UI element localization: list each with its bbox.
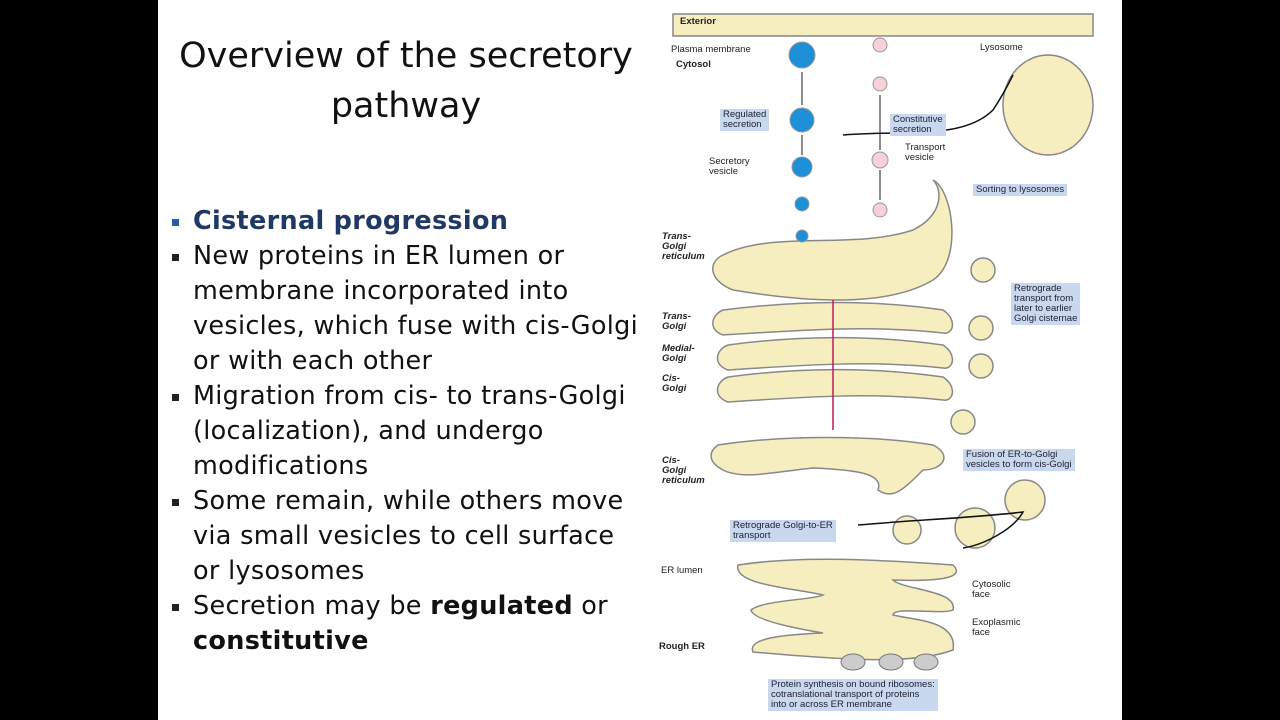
constitutive-vesicle: [872, 76, 888, 92]
secretory-pathway-diagram: Exterior Plasma membrane Cytosol Lysosom…: [653, 0, 1122, 720]
label-exoplasmic-face: Exoplasmic face: [972, 617, 1021, 638]
ribosome: [840, 653, 866, 671]
label-cis-golgi: Cis- Golgi: [662, 373, 687, 394]
regulated-vesicle: [794, 196, 810, 212]
label-trans-golgi: Trans- Golgi: [662, 311, 691, 332]
bullet-item: Secretion may be regulated or constituti…: [166, 589, 646, 659]
slide: Overview of the secretory pathway Cister…: [158, 0, 1122, 720]
handwritten-annotation: [842, 74, 1014, 136]
cis-golgi-reticulum: [710, 436, 945, 495]
constitutive-vesicle: [872, 202, 888, 218]
bullet-item: New proteins in ER lumen or membrane inc…: [166, 239, 646, 379]
label-sorting-to-lysosomes: Sorting to lysosomes: [973, 184, 1068, 196]
label-cytosol: Cytosol: [676, 59, 711, 70]
label-constitutive-secretion: Constitutive secretion: [890, 114, 946, 136]
bullet-item: Migration from cis- to trans-Golgi (loca…: [166, 379, 646, 484]
label-retrograde-golgi-to-er: Retrograde Golgi-to-ER transport: [730, 520, 836, 542]
bullet-emphasis-constitutive: constitutive: [193, 626, 369, 656]
regulated-vesicle: [791, 156, 813, 178]
handwritten-annotation: [857, 511, 1025, 549]
label-medial-golgi: Medial- Golgi: [662, 343, 695, 364]
vesicle: [1004, 479, 1046, 521]
label-cytosolic-face: Cytosolic face: [972, 579, 1011, 600]
label-regulated-secretion: Regulated secretion: [720, 109, 770, 131]
regulated-vesicle: [789, 107, 815, 133]
slide-title-line-2: pathway: [330, 86, 482, 126]
label-rough-er: Rough ER: [659, 641, 705, 652]
label-exterior: Exterior: [680, 16, 716, 27]
diagram-illustration: [672, 13, 1094, 671]
bullet-list: Cisternal progression New proteins in ER…: [166, 204, 646, 659]
ribosome: [913, 653, 939, 671]
label-plasma-membrane: Plasma membrane: [671, 44, 751, 55]
slide-title-line-1: Overview of the secretory: [179, 36, 633, 76]
regulated-vesicle: [788, 41, 816, 69]
vesicle: [950, 409, 976, 435]
label-transport-vesicle: Transport vesicle: [905, 142, 946, 163]
lysosome: [1002, 54, 1094, 156]
label-protein-synthesis: Protein synthesis on bound ribosomes: co…: [768, 679, 938, 711]
rough-er: [737, 558, 958, 661]
constitutive-vesicle: [871, 151, 889, 169]
bullet-text: or: [572, 591, 608, 621]
vesicle: [968, 315, 994, 341]
bullet-item: Cisternal progression: [166, 204, 646, 239]
label-lysosome: Lysosome: [980, 42, 1023, 53]
label-fusion-er-golgi: Fusion of ER-to-Golgi vesicles to form c…: [963, 449, 1075, 471]
medial-golgi-cisterna: [716, 336, 954, 371]
label-er-lumen: ER lumen: [661, 565, 703, 576]
bullet-item: Some remain, while others move via small…: [166, 484, 646, 589]
bullet-emphasis-regulated: regulated: [430, 591, 573, 621]
label-trans-golgi-reticulum: Trans- Golgi reticulum: [662, 231, 705, 262]
label-cis-golgi-reticulum: Cis- Golgi reticulum: [662, 455, 705, 486]
vesicle: [954, 507, 996, 549]
vesicle: [892, 515, 922, 545]
label-retrograde-golgi-transport: Retrograde transport from later to earli…: [1011, 283, 1081, 325]
constitutive-vesicle: [872, 37, 888, 53]
vesicle: [970, 257, 996, 283]
regulated-vesicle: [795, 229, 809, 243]
trans-golgi-reticulum: [712, 179, 953, 301]
ribosome: [878, 653, 904, 671]
label-secretory-vesicle: Secretory vesicle: [709, 156, 750, 177]
bullet-text: Secretion may be: [193, 591, 431, 621]
vesicle: [968, 353, 994, 379]
cis-golgi-cisterna: [716, 368, 954, 403]
plasma-membrane: [672, 13, 1094, 37]
